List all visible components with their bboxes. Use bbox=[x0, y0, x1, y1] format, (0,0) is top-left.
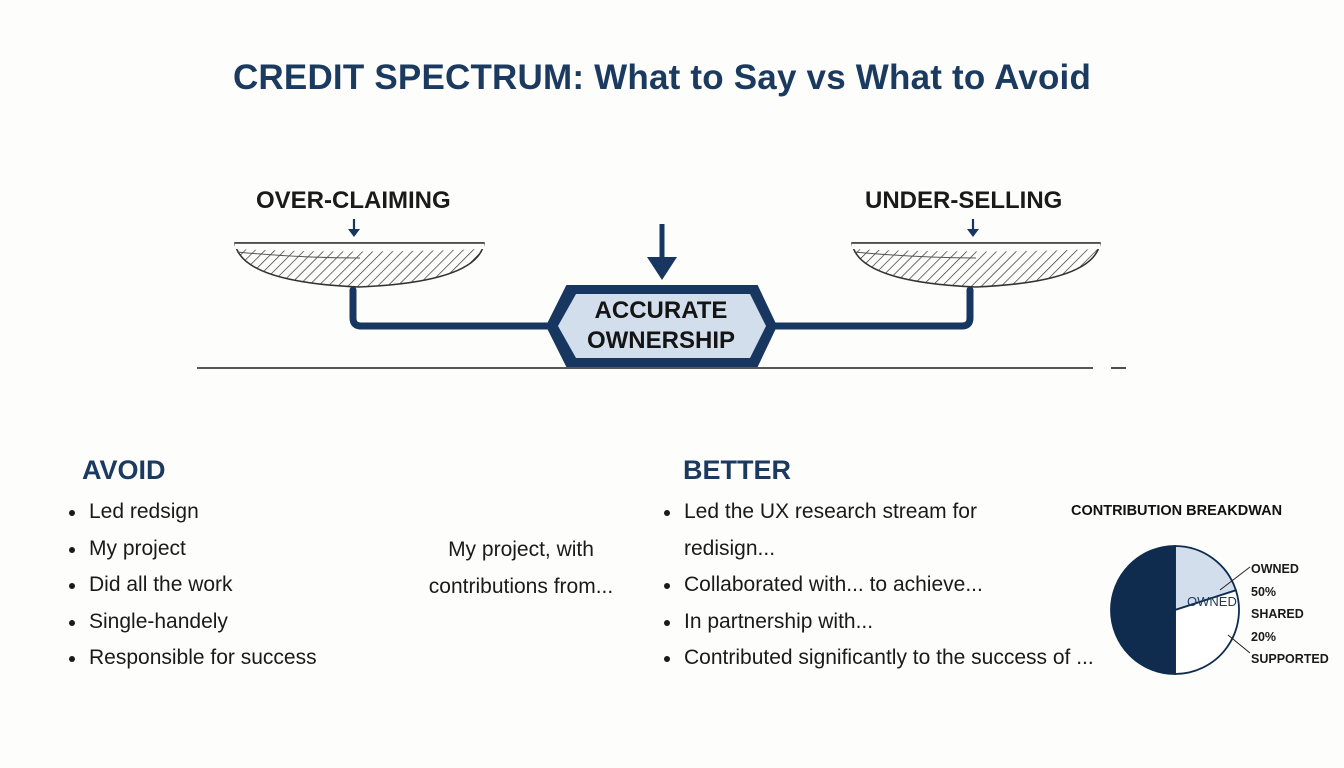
list-item: In partnership with... bbox=[664, 604, 1094, 641]
center-label-line1: ACCURATE bbox=[594, 297, 728, 324]
avoid-list: Led redsign My project Did all the work … bbox=[69, 494, 317, 677]
scale-beam bbox=[349, 286, 974, 330]
pie-legend-entry: SUPPORTED bbox=[1251, 652, 1329, 667]
accurate-ownership-label: ACCURATE OWNERSHIP bbox=[556, 296, 766, 356]
pie-leader-line bbox=[1219, 566, 1251, 591]
pie-leader-line bbox=[1227, 634, 1251, 654]
list-item: Contributed significantly to the success… bbox=[664, 640, 1094, 677]
list-item: Led the UX research stream for bbox=[664, 494, 1094, 531]
better-list: Led the UX research stream for redisign.… bbox=[664, 494, 1094, 677]
middle-note-line1: My project, with bbox=[448, 538, 594, 561]
middle-example-note: My project, with contributions from... bbox=[410, 532, 632, 605]
center-down-arrow-icon bbox=[647, 224, 677, 280]
over-claiming-label: OVER-CLAIMING bbox=[256, 187, 451, 214]
list-item: Single-handely bbox=[69, 604, 317, 641]
pie-legend: OWNED 50% SHARED 20% SUPPORTED bbox=[1251, 558, 1329, 671]
list-item-continuation: redisign... bbox=[684, 536, 776, 560]
page-title: CREDIT SPECTRUM: What to Say vs What to … bbox=[232, 58, 1092, 97]
middle-note-line2: contributions from... bbox=[428, 574, 614, 598]
contribution-pie-chart bbox=[1110, 545, 1251, 675]
pie-slice-owned bbox=[1110, 545, 1176, 675]
pie-legend-entry: OWNED bbox=[1251, 562, 1299, 576]
list-item: Did all the work bbox=[69, 567, 317, 604]
list-item: Responsible for success bbox=[69, 640, 317, 677]
left-down-arrow-icon bbox=[348, 219, 360, 237]
center-label-line2: OWNERSHIP bbox=[586, 327, 735, 354]
under-selling-label: UNDER-SELLING bbox=[865, 187, 1063, 214]
better-heading: BETTER bbox=[683, 455, 791, 485]
pie-legend-entry: SHARED bbox=[1251, 607, 1304, 622]
list-item: Led redsign bbox=[69, 494, 317, 531]
pie-slice-shared bbox=[1174, 545, 1238, 612]
avoid-heading: AVOID bbox=[82, 455, 166, 485]
pie-legend-entry: 50% bbox=[1251, 584, 1277, 599]
left-scale-pan bbox=[234, 242, 485, 288]
pie-legend-entry: 20% bbox=[1251, 629, 1277, 644]
pie-inside-label: OWNED bbox=[1187, 594, 1237, 609]
pie-slice-supported bbox=[1174, 589, 1240, 675]
pie-chart-title: CONTRIBUTION BREAKDWAN bbox=[1071, 503, 1283, 519]
right-down-arrow-icon bbox=[967, 219, 979, 237]
right-scale-pan bbox=[851, 242, 1101, 288]
list-item: My project bbox=[69, 531, 317, 568]
list-item: Collaborated with... to achieve... bbox=[664, 567, 1094, 604]
